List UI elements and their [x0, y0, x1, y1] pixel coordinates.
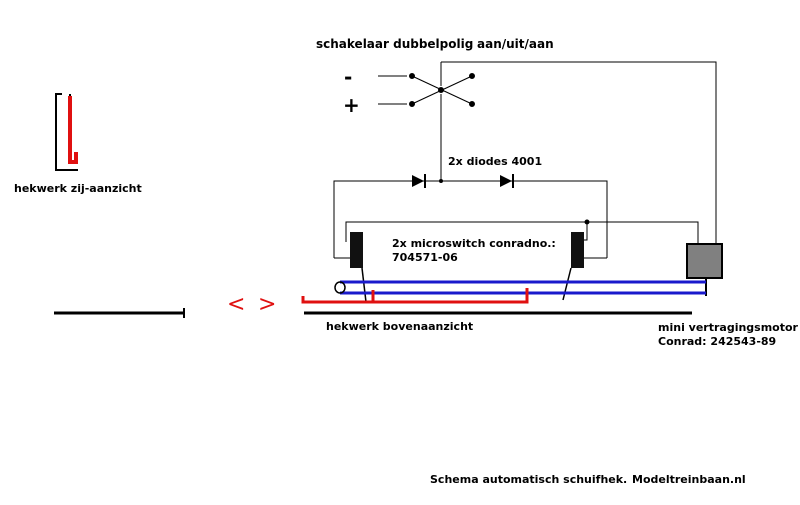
plus-sign: + — [343, 93, 360, 117]
switch-label: schakelaar dubbelpolig — [316, 37, 473, 51]
microswitch-label: 2x microswitch conradno.: — [392, 237, 556, 250]
right-arrow: > — [258, 292, 276, 317]
minus-sign: - — [344, 65, 352, 89]
motor-box — [686, 243, 723, 279]
gate-rail — [301, 280, 706, 304]
motor-wire — [441, 61, 717, 245]
diode-1 — [412, 175, 424, 187]
motor-conrad-label: Conrad: 242543-89 — [658, 335, 776, 348]
footer-caption: Schema automatisch schuifhek. — [430, 473, 627, 486]
microswitch-circuit — [345, 219, 699, 244]
gate-side-view — [55, 93, 78, 171]
left-arrow: < — [227, 292, 245, 317]
motor-label: mini vertragingsmotor — [658, 321, 799, 334]
microswitch-right — [562, 232, 584, 301]
double-pole-switch — [378, 62, 475, 181]
footer-site: Modeltreinbaan.nl — [632, 473, 746, 486]
microswitch-number: 704571-06 — [392, 251, 458, 264]
microswitch-left — [350, 232, 367, 303]
switch-mode-label: aan/uit/aan — [477, 37, 554, 51]
diode-circuit — [333, 174, 608, 259]
diodes-label: 2x diodes 4001 — [448, 155, 542, 168]
top-view-label: hekwerk bovenaanzicht — [326, 320, 473, 333]
diode-2 — [500, 175, 512, 187]
side-view-label: hekwerk zij-aanzicht — [14, 182, 142, 195]
